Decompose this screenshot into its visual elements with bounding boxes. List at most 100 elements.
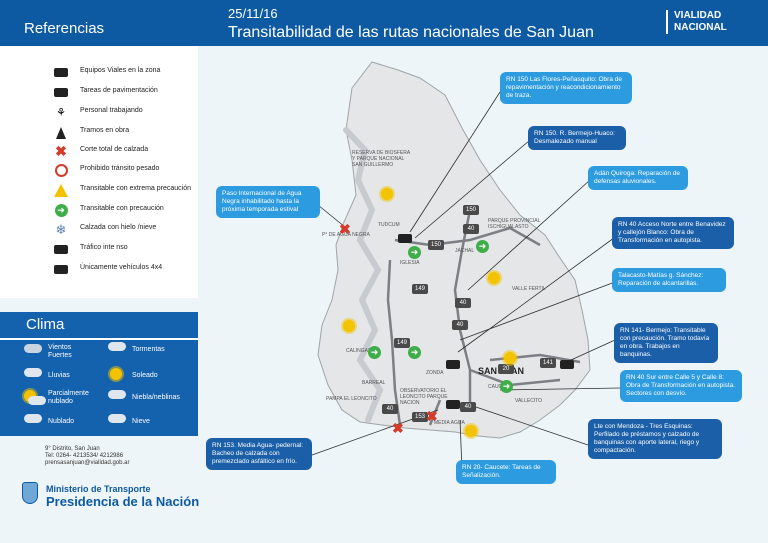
brand-line-1: VIALIDAD — [674, 10, 722, 21]
callout-rn141-bermejo: RN 141- Bermejo: Transitable con precauc… — [614, 323, 718, 363]
leader-line — [317, 204, 346, 228]
4x4-icon — [52, 262, 70, 277]
reference-label: Prohibido tránsito pesado — [80, 165, 160, 172]
contact-line: 9° Distrito, San Juan — [45, 446, 100, 452]
mountain-relief — [343, 127, 384, 423]
reference-row: Transitable con extrema precaución — [0, 182, 198, 200]
road-equipment-icon — [446, 360, 460, 369]
car-icon — [52, 242, 70, 257]
reference-label: Transitable con precaución — [80, 205, 164, 212]
reference-label: Personal trabajando — [80, 107, 143, 114]
reference-label: Tareas de pavimentación — [80, 87, 158, 94]
route-shield: 20 — [498, 364, 514, 374]
road-rn150 — [394, 226, 541, 247]
route-shield: 149 — [394, 338, 410, 348]
route-shield: 40 — [382, 404, 398, 414]
storm-icon — [108, 342, 128, 358]
reference-row: Tráfico inte nso — [0, 241, 198, 259]
road-equipment-icon — [52, 65, 70, 80]
route-shield: 40 — [460, 402, 476, 412]
road-closed-icon: ✖ — [339, 221, 351, 237]
road-network — [386, 209, 581, 426]
callout-tres-esquinas: Lte con Mendoza - Tres Esquinas: Perfila… — [588, 419, 722, 459]
clima-label: Soleado — [132, 372, 158, 379]
reference-row: Equipos Viales en la zona — [0, 64, 198, 82]
green-arrow-icon: ➜ — [52, 203, 70, 218]
references-title: Referencias — [24, 20, 105, 37]
reference-label: Tráfico inte nso — [80, 244, 128, 251]
map-place-label: VALLECITO — [515, 398, 543, 404]
road-equipment-icon — [398, 234, 412, 243]
page-title: Transitabilidad de las rutas nacionales … — [228, 24, 594, 41]
map-place-label: P° DE AGUA NEGRA — [322, 232, 370, 238]
partly-cloudy-icon — [24, 390, 46, 406]
no-heavy-icon — [52, 163, 70, 178]
worker-icon: ⚘ — [56, 107, 66, 119]
map-place-label: IGLESIA — [400, 260, 420, 266]
sun-icon — [110, 368, 130, 384]
route-shield: 40 — [463, 224, 479, 234]
leader-line — [499, 387, 621, 391]
map-place-label: OBSERVATORIO EL LEONCITO PARQUE NACION — [400, 388, 448, 406]
leader-line — [467, 179, 591, 291]
presidency-name: Presidencia de la Nación — [46, 494, 200, 509]
road-rn149 — [386, 259, 402, 426]
road-closed-icon: ✖ — [392, 420, 404, 436]
clima-divider — [0, 338, 198, 340]
reference-label: Corte total de calzada — [80, 146, 149, 153]
clima-label: Vientos Fuertes — [48, 344, 72, 359]
road-rn40 — [453, 209, 472, 410]
clima-label: Parcialmente nublado — [48, 390, 89, 405]
sun-icon — [504, 352, 516, 364]
caution-arrow-icon: ➜ — [408, 346, 421, 359]
paving-icon — [52, 85, 70, 100]
callout-rn153-media-agua: RN 153. Media Agua- pedernal: Bacheo de … — [206, 438, 312, 470]
contact-line: Tel: 0264- 4213534/ 4212986 — [45, 453, 124, 459]
map-place-label: VALLE FERTIL — [512, 286, 546, 292]
rain-icon — [24, 368, 44, 384]
leader-line — [469, 404, 589, 446]
road-rn153 — [428, 399, 442, 426]
reference-label: Tramos en obra — [80, 127, 130, 134]
map-place-label: PAMPA EL LEONCITO — [326, 396, 377, 402]
header-bar: Referencias 25/11/16 Transitabilidad de … — [0, 0, 768, 46]
reference-row: ⚘ Personal trabajando — [0, 104, 198, 122]
clima-label: Niebla/neblinas — [132, 394, 180, 401]
clima-label: Tormentas — [132, 346, 165, 353]
clima-title: Clima — [26, 316, 65, 333]
reference-row: Únicamente vehículos 4x4 — [0, 261, 198, 279]
leader-line — [459, 281, 616, 341]
coat-of-arms-icon — [22, 482, 38, 504]
map-place-label: ZONDA — [426, 370, 444, 376]
caution-arrow-icon: ➜ — [368, 346, 381, 359]
sun-icon — [343, 320, 355, 332]
vialidad-logo: VIALIDAD NACIONAL — [666, 10, 727, 34]
map-place-label: TUDCUM — [378, 222, 400, 228]
callout-agua-negra: Paso Internacional de Agua Negra inhabil… — [216, 186, 320, 218]
sun-icon — [381, 188, 393, 200]
clima-panel: Clima Vientos Fuertes Tormentas Lluvias … — [0, 312, 198, 436]
leader-line — [457, 234, 619, 353]
route-shield: 40 — [455, 298, 471, 308]
map-place-label: CAUCETE — [488, 384, 512, 390]
route-shield: 40 — [452, 320, 468, 330]
caution-arrow-icon: ➜ — [500, 380, 513, 393]
callout-adan-quiroga: Adán Quiroga: Reparación de defensas alu… — [588, 166, 688, 190]
snow-icon — [108, 414, 128, 430]
contact-line: prensasanjuan@vialidad.gob.ar — [45, 460, 130, 466]
province-outline — [317, 61, 591, 439]
map-place-label: CALINGASTA — [346, 348, 378, 354]
reference-label: Equipos Viales en la zona — [80, 67, 161, 74]
callout-talacasto: Talacasto-Matías g. Sánchez: Reparación … — [612, 268, 726, 292]
route-shield: 150 — [463, 205, 479, 215]
map-place-label: PARQUE PROVINCIAL ISCHIGUALASTO — [488, 218, 541, 230]
references-panel: Equipos Viales en la zona Tareas de pavi… — [0, 46, 198, 298]
reference-row: ❄ Calzada con hielo /nieve — [0, 221, 198, 239]
sun-icon — [488, 272, 500, 284]
clima-label: Lluvias — [48, 372, 70, 379]
reference-label: Calzada con hielo /nieve — [80, 224, 157, 231]
callout-rn150-bermejo: RN 150. R. Bermejo-Huaco: Desmalezado ma… — [528, 126, 626, 150]
reference-label: Únicamente vehículos 4x4 — [80, 264, 163, 271]
callout-rn20-caucete: RN 20- Caucete: Tareas de Señalización. — [456, 460, 556, 484]
